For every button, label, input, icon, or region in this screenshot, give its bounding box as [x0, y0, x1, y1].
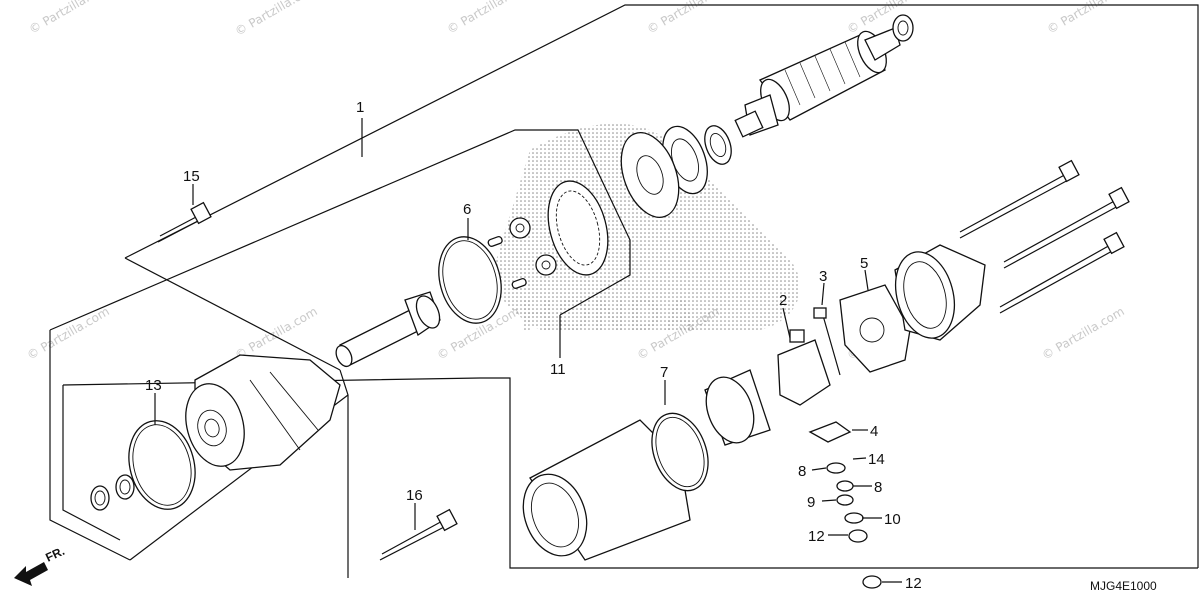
- callout-12-upper: 12: [808, 528, 825, 545]
- terminal-hardware: [808, 421, 882, 589]
- callout-3: 3: [819, 268, 827, 285]
- motor-yoke: [522, 412, 709, 561]
- bolt-16: [379, 508, 458, 561]
- brush-holder: [704, 329, 831, 446]
- callout-12-lower: 12: [905, 575, 922, 592]
- honda-logo-text: HONDA: [520, 288, 699, 340]
- o-ring-13: [128, 420, 196, 510]
- callout-4: 4: [870, 423, 878, 440]
- through-bolts: [959, 159, 1130, 314]
- callout-8-upper: 8: [798, 463, 806, 480]
- brush-plate: [839, 284, 911, 373]
- terminal-screw: [813, 307, 841, 376]
- leader-lines: [154, 118, 902, 583]
- watermark-text: © Partzilla.com: [445, 0, 532, 37]
- bolt-15: [157, 201, 212, 243]
- callout-1: 1: [356, 99, 364, 116]
- callout-13: 13: [145, 377, 162, 394]
- output-shaft: [335, 291, 441, 368]
- watermark-text: © Partzilla.com: [25, 304, 112, 362]
- seal-washers: [90, 474, 135, 511]
- callout-14: 14: [868, 451, 885, 468]
- armature: [734, 14, 914, 138]
- assembly-frame-lines: [49, 4, 1199, 578]
- internal-ring-gear: [547, 180, 609, 276]
- callout-8-lower: 8: [874, 479, 882, 496]
- watermark-text: © Partzilla.com: [27, 0, 114, 37]
- callout-7: 7: [660, 364, 668, 381]
- callout-15: 15: [183, 168, 200, 185]
- watermark-text: © Partzilla.com: [233, 304, 320, 362]
- honda-logo: HONDA: [490, 123, 800, 340]
- callout-6: 6: [463, 201, 471, 218]
- front-label: FR.: [43, 544, 66, 565]
- watermark-text: © Partzilla.com: [1040, 304, 1127, 362]
- diagram-code: MJG4E1000: [1090, 579, 1157, 593]
- front-cover: [185, 354, 341, 471]
- rear-cover: [894, 244, 986, 341]
- callout-16: 16: [406, 487, 423, 504]
- callout-10: 10: [884, 511, 901, 528]
- callout-11: 11: [550, 361, 566, 378]
- callout-2: 2: [779, 292, 787, 309]
- front-direction-indicator: FR.: [14, 544, 67, 586]
- washer-set: [620, 125, 732, 218]
- callout-9: 9: [807, 494, 815, 511]
- front-arrow-icon: [14, 562, 48, 586]
- planetary-gears: [487, 217, 557, 289]
- callout-5: 5: [860, 255, 868, 272]
- o-ring-6: [438, 236, 502, 324]
- watermark-text: © Partzilla.com: [233, 0, 320, 39]
- callout-labels: 1 15 6 11 13 7 2 3 5 4 8 14 8 9 10 12 12…: [145, 99, 922, 592]
